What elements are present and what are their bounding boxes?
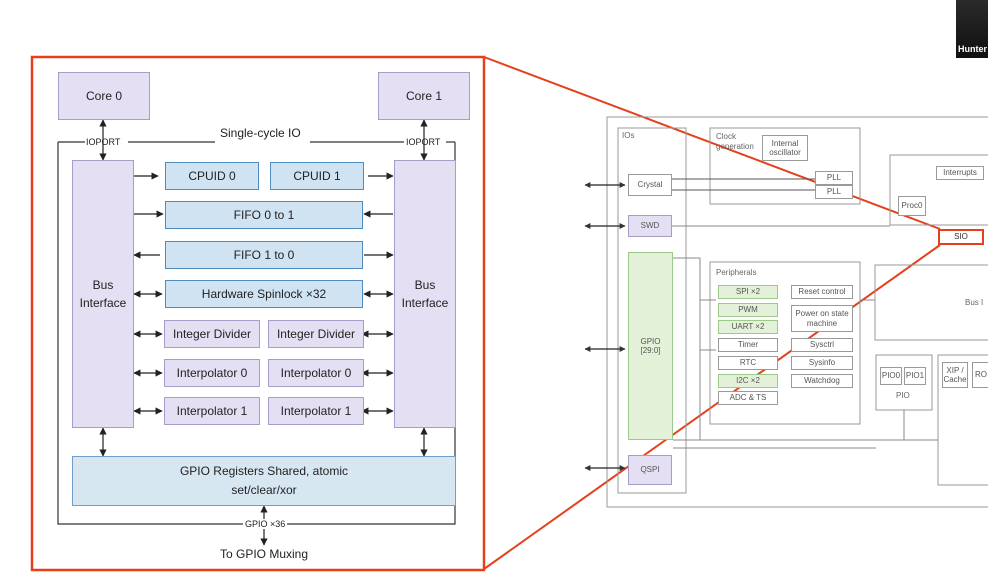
chip-outline xyxy=(606,116,988,508)
interpolator1-right: Interpolator 1 xyxy=(268,397,364,425)
to-gpio-muxing-label: To GPIO Muxing xyxy=(220,547,309,561)
clock-group xyxy=(709,127,861,205)
bus-group xyxy=(874,264,988,341)
gpio-registers-box: GPIO Registers Shared, atomic set/clear/… xyxy=(72,456,456,506)
i2c-box: I2C ×2 xyxy=(718,374,778,388)
sysctrl-box: Sysctrl xyxy=(791,338,853,352)
pio-label: PIO xyxy=(896,391,910,400)
rtc-box: RTC xyxy=(718,356,778,370)
bus-partial-label: Bus I xyxy=(965,298,984,307)
bus-interface-right: Bus Interface xyxy=(394,160,456,428)
sysinfo-box: Sysinfo xyxy=(791,356,853,370)
mem-group xyxy=(937,354,988,486)
interpolator0-right: Interpolator 0 xyxy=(268,359,364,387)
swd-box: SWD xyxy=(628,215,672,237)
core0-box: Core 0 xyxy=(58,72,150,120)
pio0-box: PIO0 xyxy=(880,367,902,385)
single-cycle-io-label: Single-cycle IO xyxy=(220,126,301,140)
clock-generation-label: Clock generation xyxy=(716,132,754,151)
pio1-box: PIO1 xyxy=(904,367,926,385)
uart-box: UART ×2 xyxy=(718,320,778,334)
zoom-line-top xyxy=(483,56,941,230)
interpolator0-left: Interpolator 0 xyxy=(164,359,260,387)
highlight-frame xyxy=(30,55,486,572)
ioport-left-label: IOPORT xyxy=(86,137,121,147)
peripherals-label: Peripherals xyxy=(716,268,757,277)
zoom-line-bottom xyxy=(483,244,941,570)
core1-box: Core 1 xyxy=(378,72,470,120)
cpuid0-box: CPUID 0 xyxy=(165,162,259,190)
presenter-video-thumbnail[interactable]: Hunter xyxy=(956,0,988,58)
periph-group xyxy=(709,261,861,425)
adc-box: ADC & TS xyxy=(718,391,778,405)
bus-interface-left: Bus Interface xyxy=(72,160,134,428)
gpio36-label: GPIO ×36 xyxy=(243,519,288,529)
ios-label: IOs xyxy=(622,131,635,140)
ioport-right-label: IOPORT xyxy=(406,137,441,147)
watchdog-box: Watchdog xyxy=(791,374,853,388)
interrupts-box: Interrupts xyxy=(936,166,984,180)
qspi-box: QSPI xyxy=(628,455,672,485)
pll-box-2: PLL xyxy=(815,185,853,199)
integer-divider-left: Integer Divider xyxy=(164,320,260,348)
pll-box-1: PLL xyxy=(815,171,853,185)
spi-box: SPI ×2 xyxy=(718,285,778,299)
internal-oscillator-box: Internal oscillator xyxy=(762,135,808,161)
crystal-box: Crystal xyxy=(628,174,672,196)
reset-control-box: Reset control xyxy=(791,285,853,299)
pwm-box: PWM xyxy=(718,303,778,317)
ios-group xyxy=(617,127,687,494)
xip-cache-box: XIP / Cache xyxy=(942,362,968,388)
integer-divider-right: Integer Divider xyxy=(268,320,364,348)
proc-group xyxy=(889,154,988,226)
presenter-name: Hunter xyxy=(958,44,987,54)
interpolator1-left: Interpolator 1 xyxy=(164,397,260,425)
proc0-box: Proc0 xyxy=(898,196,926,216)
ro-box: RO xyxy=(972,362,988,388)
fifo-1-to-0-box: FIFO 1 to 0 xyxy=(165,241,363,269)
gpio-box: GPIO [29:0] xyxy=(628,252,673,440)
sio-box: SIO xyxy=(938,229,984,245)
timer-box: Timer xyxy=(718,338,778,352)
cpuid1-box: CPUID 1 xyxy=(270,162,364,190)
spinlock-box: Hardware Spinlock ×32 xyxy=(165,280,363,308)
power-on-box: Power on state machine xyxy=(791,305,853,332)
fifo-0-to-1-box: FIFO 0 to 1 xyxy=(165,201,363,229)
